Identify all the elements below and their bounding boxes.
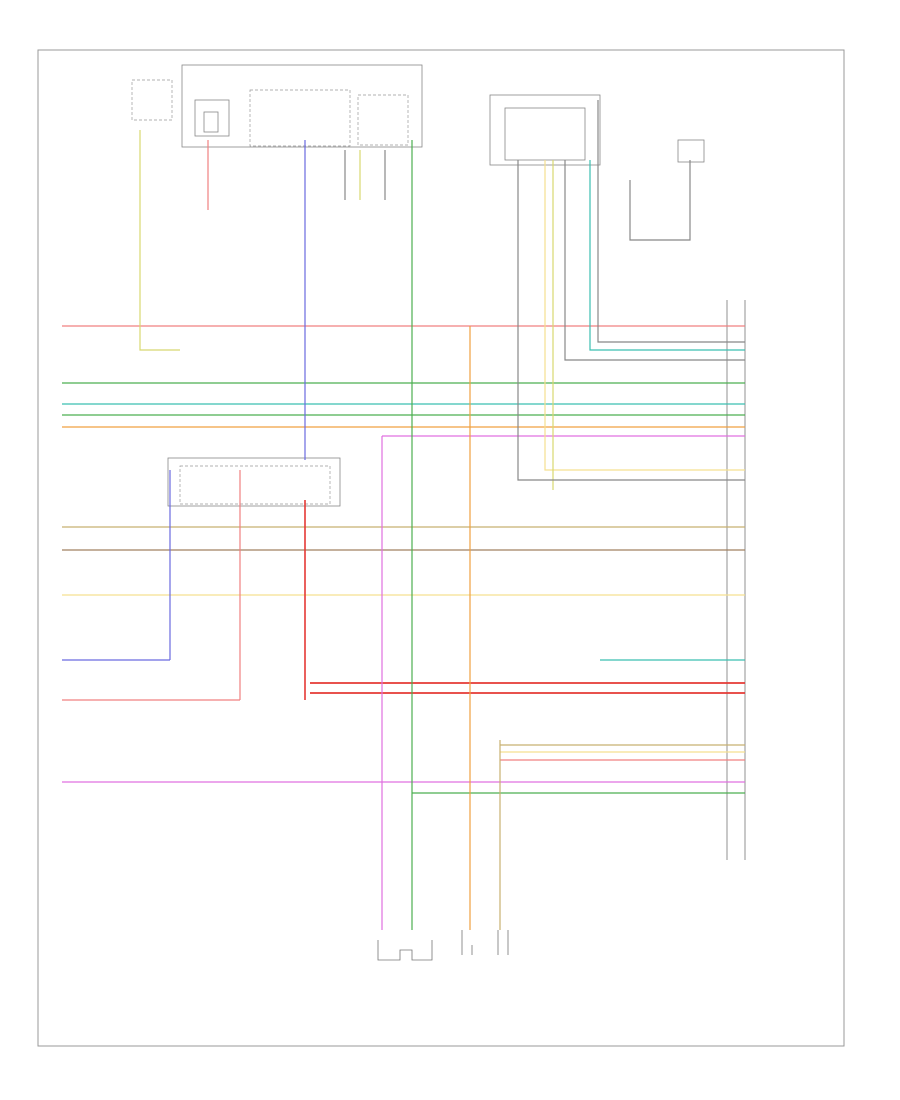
top-component-group [131,64,705,166]
wire-grey-v2 [564,160,745,361]
middle-relay-group [167,457,341,507]
bottom-mid-connector [461,930,509,955]
top-right-sensor-block [489,94,601,166]
top-left-switch [131,79,173,121]
wire-light-yellow-v [544,160,745,471]
connector-top-right [677,139,705,163]
wire-grey-v [517,160,745,481]
fuse-relay-box [181,64,423,148]
bottom-left-connector [377,940,433,961]
right-relay [357,94,409,146]
right-connector-column [726,300,746,860]
wire-grey-v3 [597,100,745,343]
left-module [194,99,230,137]
wire-teal-v [589,160,745,351]
top-right-sensor-inner [504,107,586,161]
wire-yellow-v [139,130,180,351]
bottom-connectors [377,930,509,961]
wire-group [62,100,745,930]
left-module-inner [203,111,219,133]
relay-block [167,457,341,507]
relay-block-inner [179,465,331,505]
wire-grey-v6 [629,160,691,241]
fuse-panel [249,89,351,147]
diagram-frame [37,49,845,1047]
